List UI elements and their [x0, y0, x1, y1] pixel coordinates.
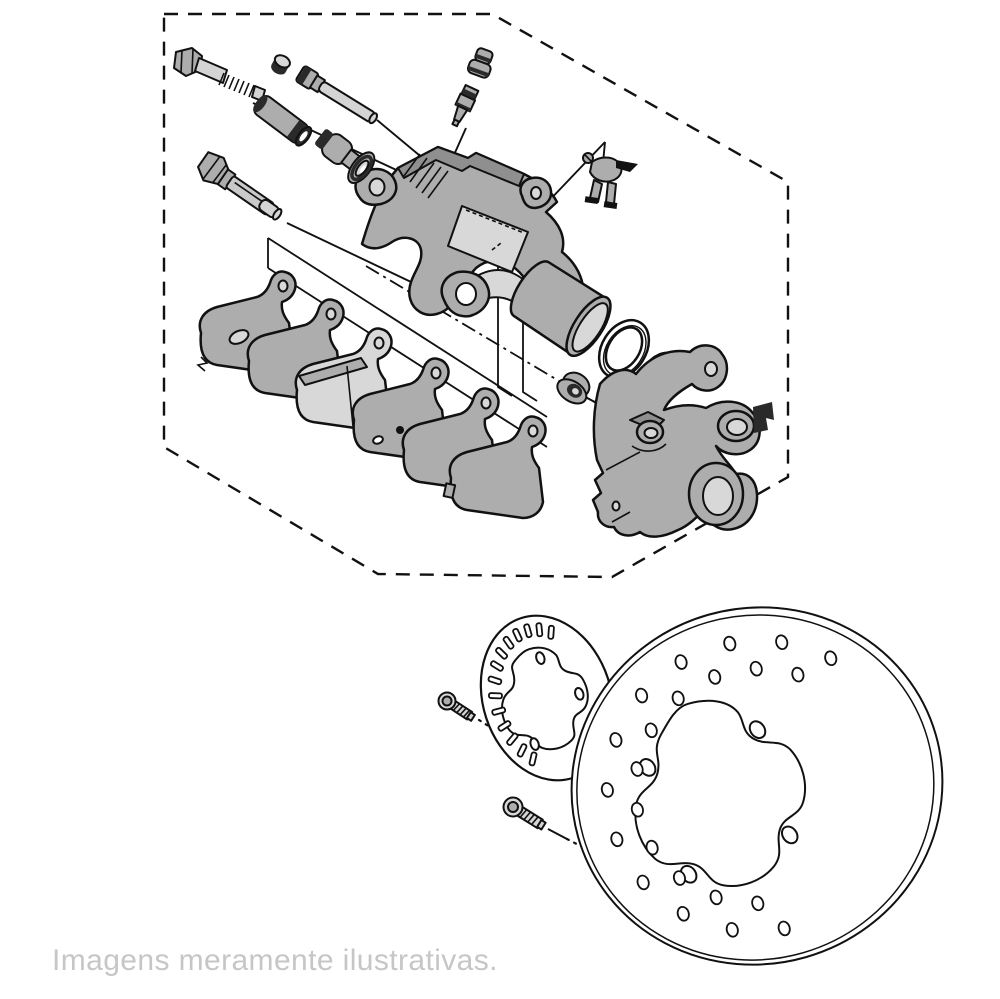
pivot-bolt-lower: [197, 151, 283, 221]
assembly-boundary: [162, 12, 790, 579]
disc-drilled-holes: [600, 634, 838, 938]
watermark-caption: Imagens meramente ilustrativas.: [52, 944, 498, 977]
sensor-ring-slots: [487, 622, 555, 767]
pin-bushing: [315, 129, 376, 184]
caliper-bracket: [591, 344, 774, 538]
brake-pad-inner: [351, 357, 450, 462]
bleed-screw-cap: [466, 47, 494, 79]
pad-shim-outer: [196, 270, 297, 375]
piston-boot-cap: [556, 371, 591, 405]
pin-boot: [253, 95, 313, 147]
brake-pad-extra: [401, 387, 500, 492]
disc-bolt: [502, 796, 547, 831]
brake-pad-set: [196, 270, 547, 520]
slide-pin: [295, 65, 379, 125]
hose-clamp: [582, 152, 638, 209]
piston: [509, 260, 612, 358]
bleed-screw: [451, 84, 480, 128]
cooling-fins: [403, 153, 449, 199]
brake-disc: [570, 606, 944, 966]
dust-cover-cap: [271, 54, 291, 75]
brake-pad-outer: [246, 298, 345, 403]
pad-shim-inner: [442, 415, 547, 520]
sensor-ring-bolt: [437, 691, 476, 722]
pivot-bolt-upper: [173, 47, 266, 102]
